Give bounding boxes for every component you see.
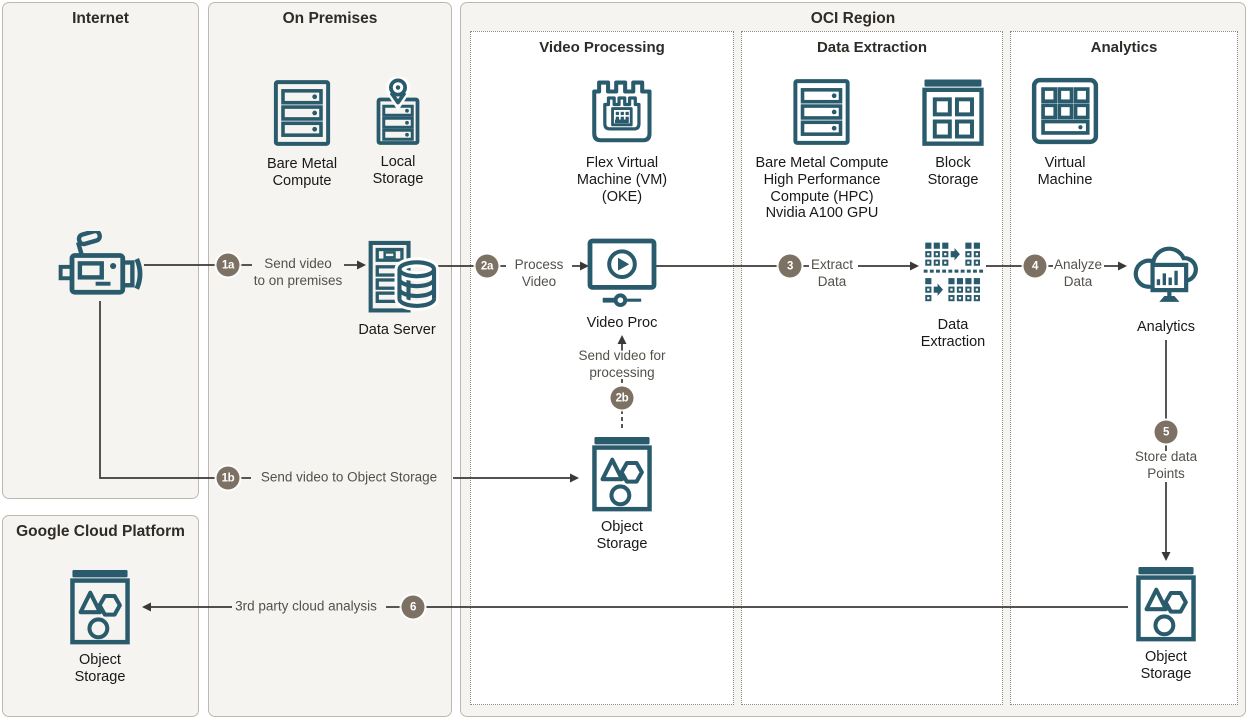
flow-badge-2a: 2a (475, 254, 499, 278)
node-label: Flex Virtual Machine (VM) (OKE) (576, 155, 668, 205)
node-label: Analytics (1136, 319, 1196, 335)
region-internet-title: Internet (72, 10, 129, 27)
flow-label-1a: Send video to on premises (253, 256, 343, 288)
virtual-machine-icon (1026, 72, 1104, 150)
flow-badge-3: 3 (778, 254, 802, 278)
object-storage-icon (1127, 563, 1205, 644)
flow-badge-6: 6 (401, 595, 425, 619)
node-object-storage-video-processing: Object Storage (583, 433, 661, 553)
node-label: Data Extraction (920, 317, 986, 350)
flow-badge-4: 4 (1023, 254, 1047, 278)
subregion-video-processing (470, 31, 734, 705)
object-storage-icon (583, 433, 661, 514)
node-flex-vm: Flex Virtual Machine (VM) (OKE) (577, 72, 667, 205)
node-label: Object Storage (74, 652, 126, 685)
node-bare-metal-hpc: Bare Metal Compute High Performance Comp… (755, 74, 889, 222)
flow-label-6: 3rd party cloud analysis (235, 598, 377, 614)
data-server-icon (354, 238, 440, 317)
node-label: Bare Metal Compute High Performance Comp… (755, 155, 889, 222)
node-label: Data Server (358, 322, 436, 338)
node-block-storage: Block Storage (914, 74, 992, 189)
local-storage-icon (362, 77, 434, 149)
flow-badge-2b: 2b (610, 386, 634, 410)
video-proc-icon (582, 236, 662, 310)
node-label: Virtual Machine (1037, 155, 1093, 188)
node-object-storage-gcp: Object Storage (61, 566, 139, 686)
flow-label-1b: Send video to Object Storage (260, 469, 438, 485)
region-on-premises-title: On Premises (282, 10, 378, 27)
subregion-data-extraction-title: Data Extraction (816, 39, 928, 56)
region-gcp-title: Google Cloud Platform (16, 523, 185, 540)
flow-badge-1b: 1b (216, 466, 240, 490)
analytics-cloud-icon (1124, 236, 1208, 314)
node-local-storage: Local Storage (362, 77, 434, 188)
node-label: Local Storage (372, 154, 424, 187)
node-label: Block Storage (927, 155, 979, 188)
flow-badge-5: 5 (1154, 420, 1178, 444)
subregion-analytics-title: Analytics (1090, 39, 1158, 56)
flow-label-3: Extract Data (810, 257, 854, 289)
node-label: Video Proc (586, 315, 658, 331)
node-label: Object Storage (1140, 649, 1192, 682)
node-label: Bare Metal Compute (266, 156, 338, 189)
node-data-extraction: Data Extraction (913, 238, 993, 351)
node-bare-metal-compute: Bare Metal Compute (264, 75, 340, 190)
flex-vm-icon (583, 72, 661, 150)
node-video-camera (56, 231, 144, 301)
region-oci-title: OCI Region (810, 10, 896, 27)
flow-label-2a: Process Video (514, 257, 564, 289)
node-data-server: Data Server (354, 238, 440, 339)
server-icon (793, 79, 851, 145)
region-gcp: Google Cloud Platform (2, 515, 199, 717)
node-label: Object Storage (596, 519, 648, 552)
server-icon (273, 80, 331, 146)
data-extraction-icon (923, 242, 984, 302)
node-analytics: Analytics (1124, 236, 1208, 336)
node-object-storage-analytics: Object Storage (1127, 563, 1205, 683)
node-video-proc: Video Proc (582, 236, 662, 332)
block-storage-icon (914, 74, 992, 150)
object-storage-icon (61, 566, 139, 647)
video-camera-icon (56, 231, 144, 301)
subregion-video-processing-title: Video Processing (539, 39, 665, 56)
flow-label-5: Store data Points (1134, 449, 1198, 481)
flow-label-2b: Send video for processing (578, 348, 666, 380)
flow-badge-1a: 1a (216, 253, 240, 277)
flow-label-4: Analyze Data (1053, 257, 1103, 289)
node-virtual-machine: Virtual Machine (1026, 72, 1104, 189)
